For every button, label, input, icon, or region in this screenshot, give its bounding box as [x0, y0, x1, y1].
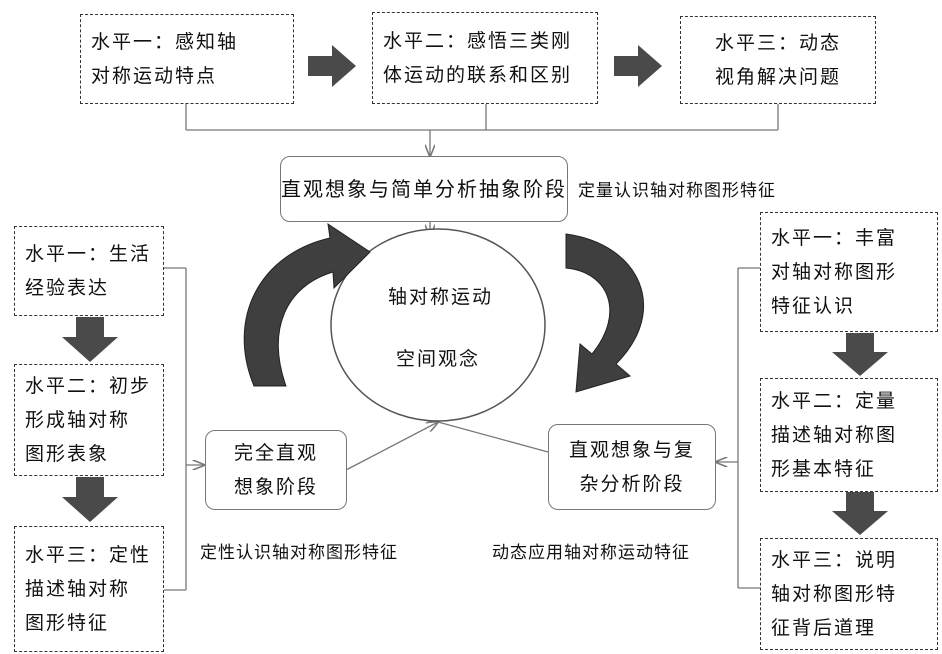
- left-level1-box: 水平一：生活 经验表达: [14, 226, 164, 316]
- left-level2-box: 水平二：初步 形成轴对称 图形表象: [14, 364, 164, 476]
- down-block-arrow-left-2: [62, 477, 118, 522]
- right-stage-to-circle-arrow: [437, 421, 549, 453]
- stage-top-box: 直观想象与简单分析抽象阶段: [280, 156, 568, 222]
- right-level1-box: 水平一：丰富 对轴对称图形 特征认识: [760, 212, 938, 332]
- right-level1-line2: 对轴对称图形: [771, 261, 898, 283]
- curved-cycle-arrow-right: [565, 233, 644, 393]
- right-level3-box: 水平三：说明 轴对称图形特 征背后道理: [760, 538, 938, 650]
- right-level2-line1: 水平二：定量: [771, 390, 898, 412]
- left-stage-to-circle-arrow: [345, 422, 438, 471]
- top-level2-box: 水平二：感悟三类刚 体运动的联系和区别: [372, 12, 598, 104]
- top-level1-box: 水平一：感知轴 对称运动特点: [80, 14, 294, 104]
- stage-top-text: 直观想象与简单分析抽象阶段: [281, 177, 567, 201]
- right-level2-box: 水平二：定量 描述轴对称图 形基本特征: [760, 378, 938, 492]
- center-circle: [330, 228, 546, 422]
- stage-left-line2: 想象阶段: [233, 476, 318, 498]
- top-level3-line2: 视角解决问题: [714, 66, 841, 88]
- left-level2-line1: 水平二：初步: [25, 375, 152, 397]
- center-line2: 空间观念: [395, 348, 480, 370]
- right-block-arrow-1: [308, 45, 356, 87]
- left-level1-line1: 水平一：生活: [25, 243, 152, 265]
- left-bracket-lines: [164, 267, 204, 591]
- left-level3-line2: 描述轴对称: [25, 578, 131, 600]
- right-block-arrow-2: [614, 45, 662, 87]
- left-level3-line3: 图形特征: [25, 612, 110, 634]
- stage-left-caption: 定性认识轴对称图形特征: [200, 543, 398, 563]
- down-block-arrow-right-2: [832, 492, 888, 535]
- right-level1-line3: 特征认识: [771, 295, 856, 317]
- stage-top-caption: 定量认识轴对称图形特征: [578, 181, 776, 201]
- top-level3-box: 水平三：动态 视角解决问题: [680, 16, 876, 104]
- right-level1-line1: 水平一：丰富: [771, 227, 898, 249]
- stage-right-box: 直观想象与复 杂分析阶段: [548, 424, 716, 510]
- left-level2-line3: 图形表象: [25, 443, 110, 465]
- stage-left-box: 完全直观 想象阶段: [205, 430, 347, 510]
- down-block-arrow-left-1: [62, 317, 118, 362]
- curved-cycle-arrow-left: [243, 222, 371, 387]
- right-level2-line2: 描述轴对称图: [771, 424, 898, 446]
- stage-right-line1: 直观想象与复: [568, 439, 695, 461]
- top-level1-line2: 对称运动特点: [91, 65, 218, 87]
- left-level2-line2: 形成轴对称: [25, 409, 131, 431]
- top-level1-line1: 水平一：感知轴: [91, 31, 239, 53]
- top-level2-line2: 体运动的联系和区别: [383, 64, 573, 86]
- top-level2-line1: 水平二：感悟三类刚: [383, 30, 573, 52]
- left-level3-box: 水平三：定性 描述轴对称 图形特征: [14, 526, 164, 652]
- right-level3-line2: 轴对称图形特: [771, 583, 898, 605]
- down-block-arrow-right-1: [832, 333, 888, 376]
- top-level3-line1: 水平三：动态: [714, 32, 841, 54]
- stage-left-line1: 完全直观: [233, 442, 318, 464]
- right-level2-line3: 形基本特征: [771, 458, 877, 480]
- stage-right-caption: 动态应用轴对称运动特征: [492, 543, 690, 563]
- center-line1: 轴对称运动: [388, 286, 494, 308]
- right-bracket-lines: [716, 267, 760, 589]
- left-level3-line1: 水平三：定性: [25, 544, 152, 566]
- left-level1-line2: 经验表达: [25, 277, 110, 299]
- stage-right-line2: 杂分析阶段: [579, 473, 685, 495]
- right-level3-line1: 水平三：说明: [771, 549, 898, 571]
- right-level3-line3: 征背后道理: [771, 617, 877, 639]
- top-connector-lines: [185, 104, 779, 156]
